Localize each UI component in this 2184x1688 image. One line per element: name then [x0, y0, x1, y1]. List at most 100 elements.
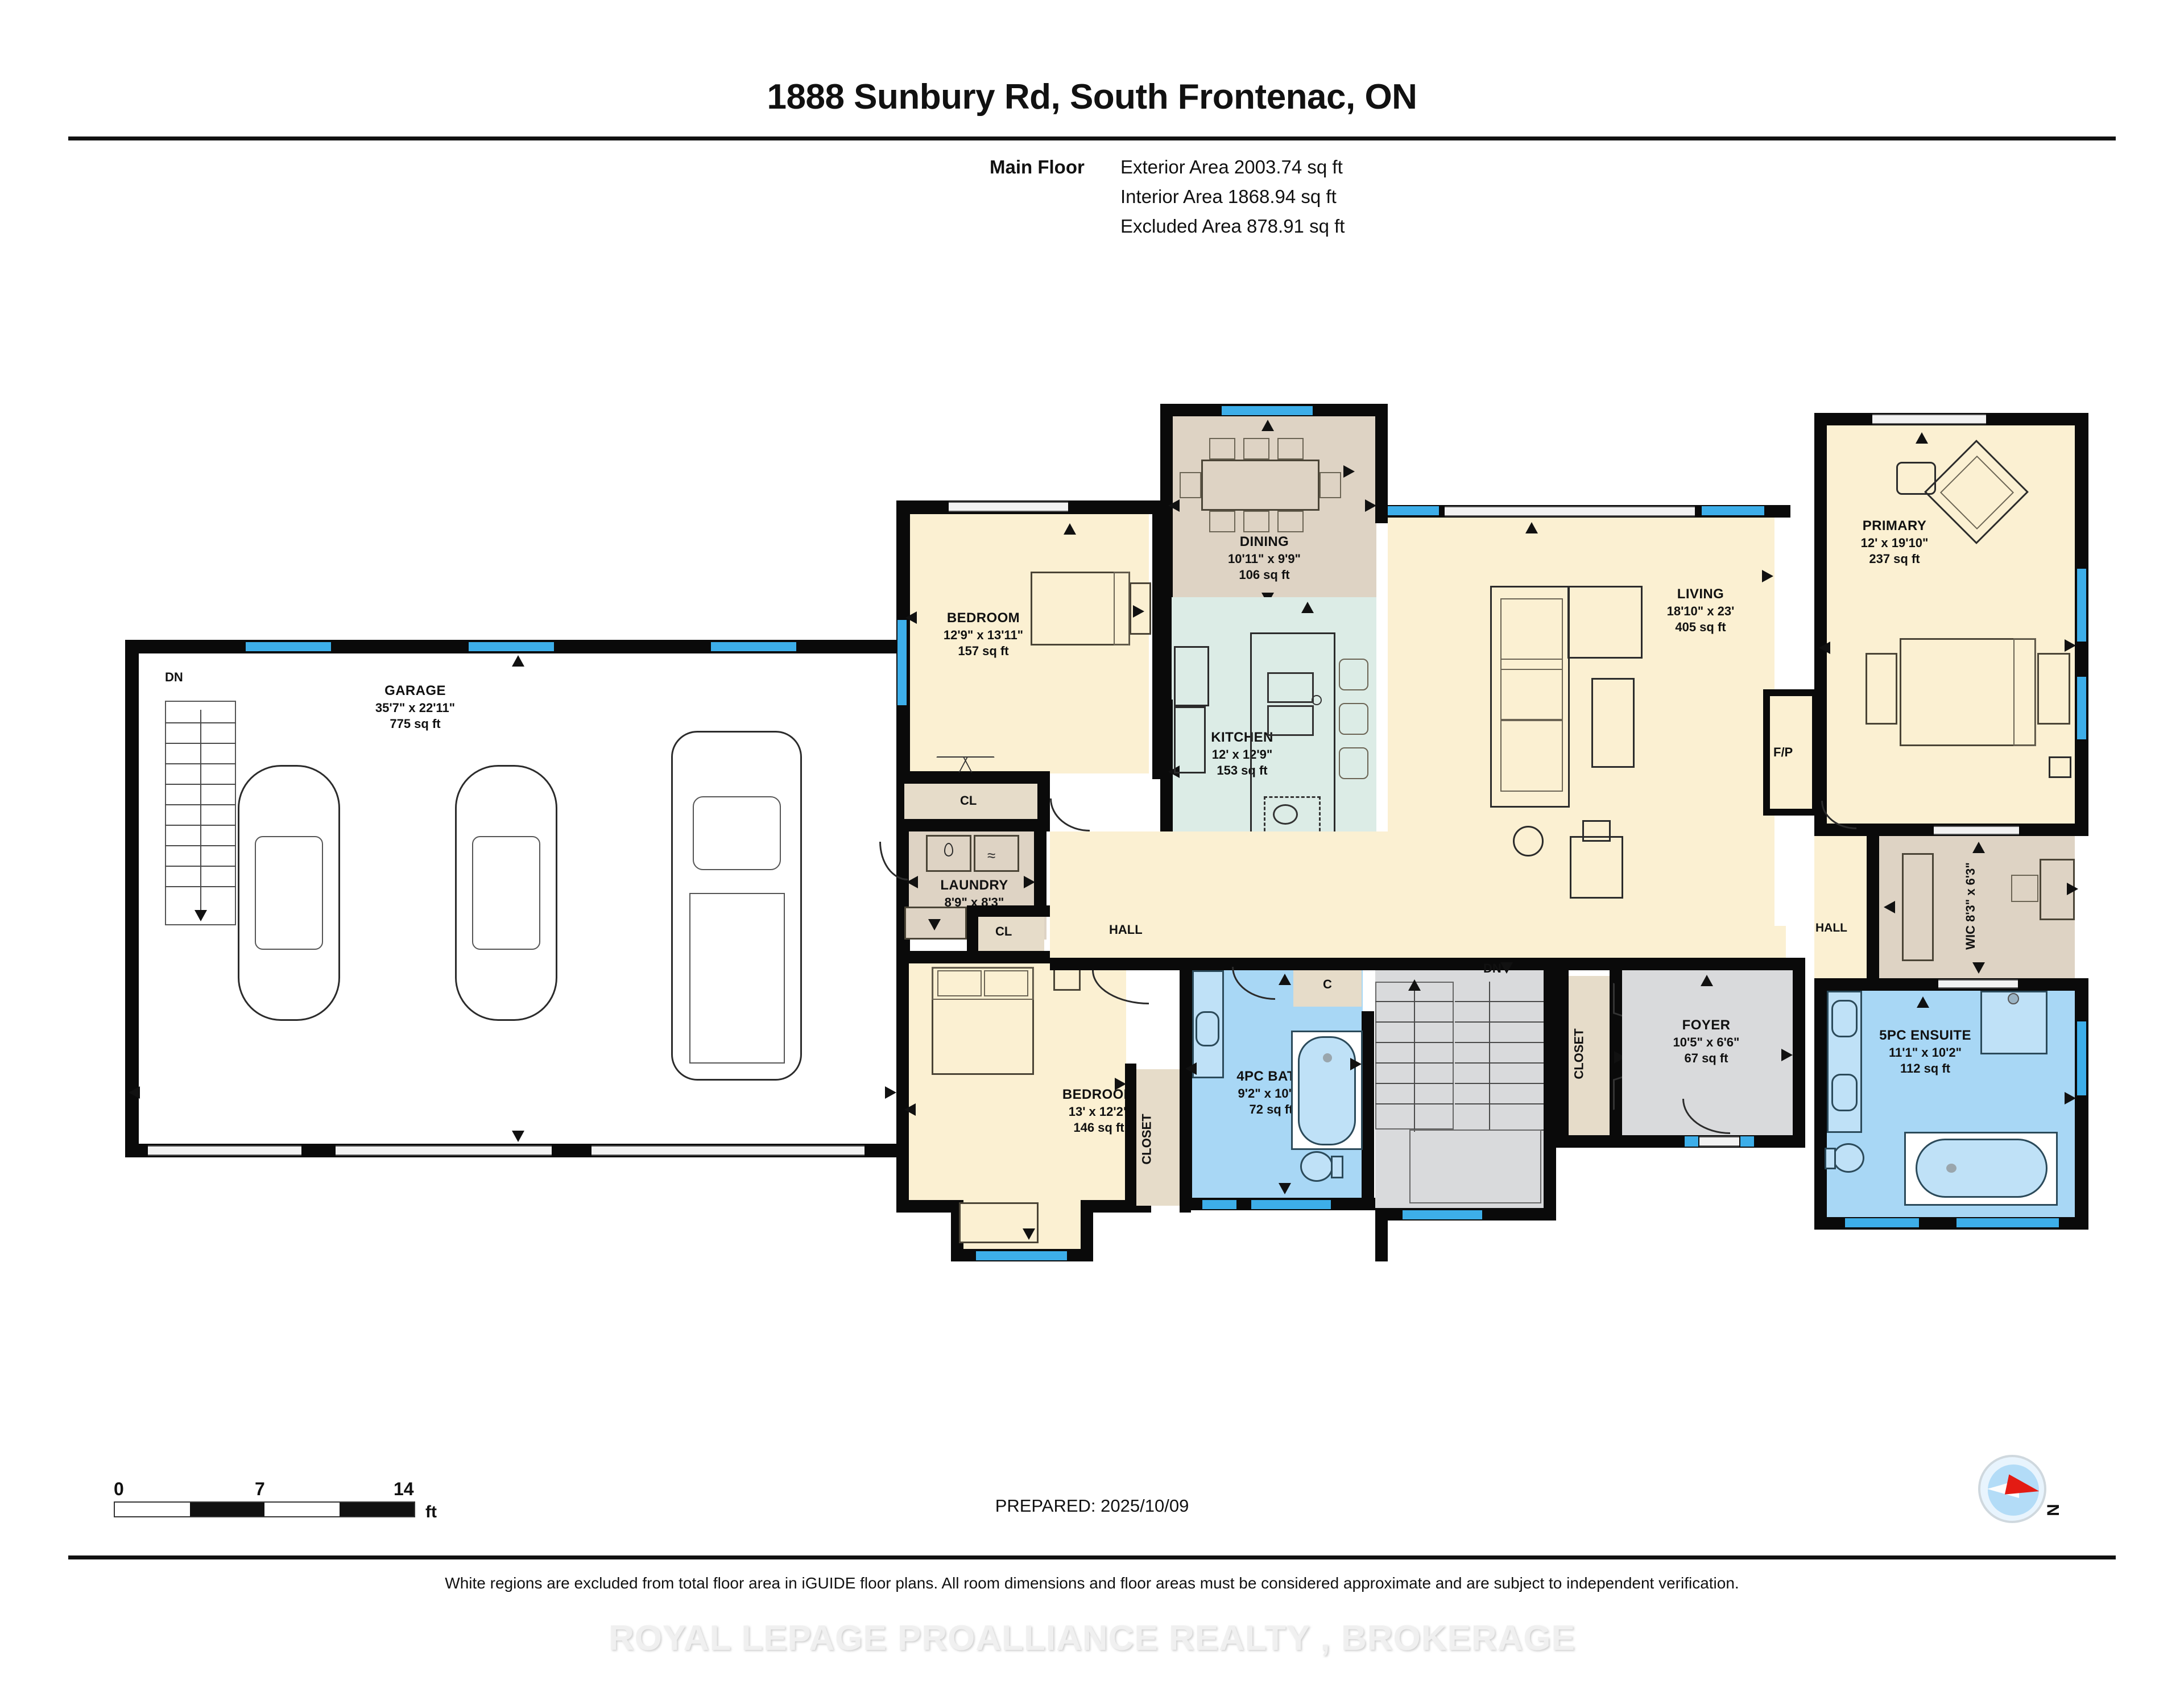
foyer-arrow-top: [1701, 975, 1713, 986]
laundry-arrow-right: [1024, 876, 1035, 888]
garage-arrow-right: [885, 1086, 896, 1099]
wic-door-bottom: [1938, 979, 2018, 988]
hall-center-floor-2: [1388, 926, 1786, 958]
bedroom2-wall-bottom-left: [896, 1200, 963, 1213]
primary-nightstand-right: [2037, 653, 2070, 725]
wave-icon: ≈: [987, 847, 996, 864]
dining-arrow-right2: [1343, 465, 1355, 478]
ensuite-shower-head-icon: [2008, 993, 2019, 1004]
wic-arrow-bottom: [1972, 962, 1985, 974]
foyer-label: FOYER 10'5" x 6'6" 67 sq ft: [1649, 1017, 1763, 1066]
garage-stairs: [165, 701, 236, 925]
stairs-tread-r: [1455, 1083, 1544, 1084]
bedroom2-bed: [932, 967, 1034, 1075]
scale-tick-14: 14: [394, 1479, 414, 1499]
dining-wall-left: [1160, 404, 1173, 700]
dining-window-top: [1222, 406, 1313, 415]
compass-north-label: N: [2044, 1504, 2063, 1516]
hall-center-wall-bottom-right: [1388, 958, 1793, 970]
kitchen-sink-basin-1: [1267, 672, 1314, 703]
living-window-top-left: [1388, 506, 1439, 515]
living-sofa-long: [1490, 586, 1570, 808]
living-accent-chair: [1570, 836, 1623, 899]
living-name: LIVING: [1677, 586, 1724, 602]
closet-bed2-wall-left: [1125, 1064, 1136, 1213]
laundry-wall-right: [1034, 831, 1046, 905]
ensuite-arrow-top: [1917, 996, 1929, 1008]
bedroom2-dims: 13' x 12'2": [1068, 1104, 1130, 1119]
primary-wall-left: [1814, 413, 1827, 828]
ensuite-toilet-tank: [1825, 1148, 1836, 1169]
c-closet-label: C: [1323, 977, 1332, 991]
exterior-area-text: Exterior Area 2003.74 sq ft: [1120, 156, 1343, 177]
living-area: 405 sq ft: [1675, 619, 1726, 634]
dining-table: [1201, 460, 1320, 511]
bath4pc-arrow-top: [1279, 974, 1291, 985]
primary-window-right-1: [2077, 569, 2086, 642]
garage-overhead-door-2: [336, 1145, 552, 1156]
laundry-wall-bottom: [896, 951, 1050, 963]
scale-seg-3: [264, 1503, 340, 1516]
living-sofa-cushion-1: [1500, 598, 1563, 670]
kitchen-arrow-top: [1301, 602, 1314, 613]
primary-floor: [1826, 425, 2076, 824]
primary-arrow-right: [2065, 639, 2076, 652]
dryer-icon: [974, 835, 1019, 872]
stairs-floor: [1375, 970, 1544, 1221]
prepared-date: PREPARED: 2025/10/09: [995, 1496, 1189, 1516]
wic-arrow-left: [1884, 901, 1895, 913]
scale-bar-group: 0 7 14 ft: [114, 1479, 437, 1521]
ensuite-label: 5PC ENSUITE 11'1" x 10'2" 112 sq ft: [1860, 1027, 1991, 1077]
stairs-dn-line: [1489, 982, 1490, 1130]
wic-shelf-left: [1902, 853, 1934, 961]
living-dims: 18'10" x 23': [1666, 603, 1735, 618]
scale-ticks: 0 7 14: [114, 1479, 415, 1501]
foyer-window-entry-l: [1685, 1136, 1698, 1147]
dining-chair-t2: [1243, 438, 1269, 460]
cl-upper-floor: [904, 784, 1041, 819]
stairs-tread-r: [1455, 1062, 1544, 1064]
garage-entry-arrow-bottom: [512, 1131, 524, 1142]
ensuite-toilet: [1833, 1143, 1864, 1173]
stairs-up-line: [1414, 990, 1415, 1132]
garage-window-3: [711, 642, 796, 651]
living-side-table-round: [1513, 826, 1544, 857]
foyer-window-entry-r: [1740, 1136, 1754, 1147]
living-sofa-cushion-2: [1500, 659, 1563, 720]
bath4pc-area: 72 sq ft: [1249, 1102, 1293, 1116]
kitchen-name: KITCHEN: [1211, 730, 1273, 745]
dining-wall-right-upper: [1375, 404, 1388, 523]
bedroom1-name: BEDROOM: [946, 610, 1020, 626]
ensuite-shower: [1980, 991, 2048, 1054]
bath4pc-wall-right: [1362, 1011, 1374, 1210]
wic-bench: [2011, 875, 2038, 902]
laundry-counter: [904, 907, 967, 940]
dining-chair-t1: [1209, 438, 1235, 460]
dining-chair-r: [1320, 472, 1341, 498]
dining-chair-b3: [1277, 511, 1304, 532]
hall-right-floor: [1814, 836, 1867, 978]
car-1-cabin: [255, 836, 323, 950]
primary-bed-pillows: [2013, 638, 2036, 746]
scale-seg-2: [189, 1503, 264, 1516]
ensuite-arrow-right: [2065, 1092, 2076, 1104]
c-closet-wall-top: [1287, 958, 1375, 970]
garage-floor: [130, 646, 903, 1152]
kitchen-stool-2: [1339, 703, 1368, 735]
area-summary: Main Floor Exterior Area 2003.74 sq ft I…: [990, 152, 1345, 241]
truck-3-cabin: [693, 796, 781, 870]
cl-upper-label: CL: [960, 793, 977, 808]
closet-bed2-floor: [1136, 1069, 1181, 1206]
primary-area: 237 sq ft: [1869, 551, 1920, 566]
bath4pc-toilet: [1300, 1151, 1333, 1182]
kitchen-area: 153 sq ft: [1217, 763, 1268, 777]
bath4pc-tub-drain: [1323, 1053, 1332, 1062]
bedroom2-arrow-left: [904, 1103, 916, 1116]
dining-chair-b2: [1243, 511, 1269, 532]
floor-label: Main Floor: [990, 156, 1085, 177]
primary-side-table: [1896, 462, 1936, 495]
footer-divider: [68, 1555, 2116, 1559]
garage-overhead-door-3: [592, 1145, 864, 1156]
